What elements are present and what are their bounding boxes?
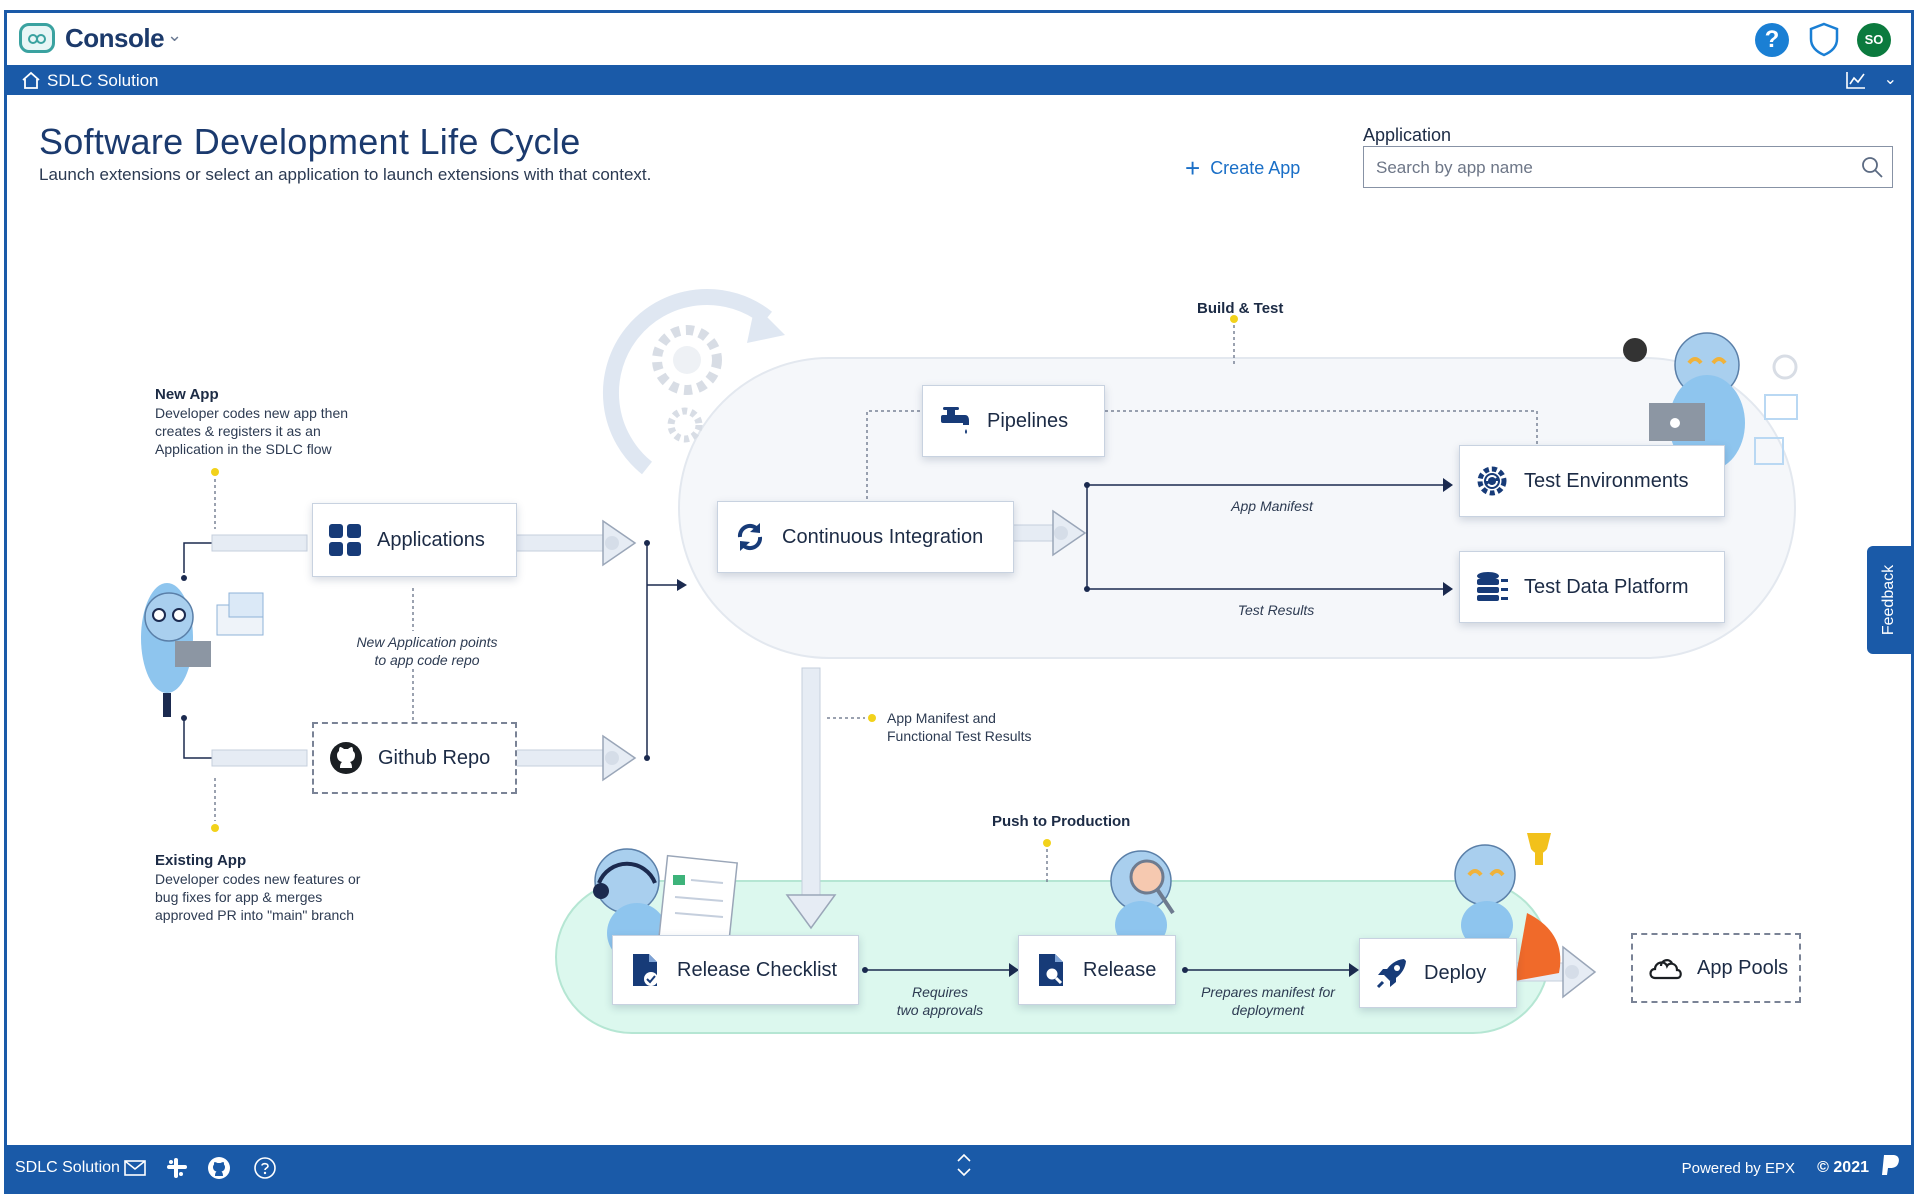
requires-approvals-label: Requires two approvals [875,983,1005,1019]
github-icon [330,742,362,774]
app-search-input[interactable] [1374,155,1848,181]
footer-title: SDLC Solution [15,1159,120,1176]
existing-app-note: Existing App Developer codes new feature… [155,852,360,924]
release-box[interactable]: Release [1018,935,1176,1005]
chevron-down-icon[interactable]: ⌄ [1883,71,1897,88]
copyright-text: © 2021 [1817,1159,1869,1176]
breadcrumb-bar: SDLC Solution ⌄ [7,65,1911,95]
chart-icon[interactable] [1845,70,1867,90]
new-app-note-line: Application in the SDLC flow [155,441,332,457]
test-data-platform-label: Test Data Platform [1524,575,1689,598]
mail-icon[interactable] [123,1156,147,1180]
prepares-manifest-line: Prepares manifest for [1201,984,1335,1000]
app-pools-label: App Pools [1697,956,1789,979]
github-repo-label: Github Repo [378,746,491,769]
stage-build-test: Build & Test [1197,300,1284,317]
app-search-box[interactable] [1363,146,1893,188]
cloud-icon [1649,959,1682,980]
expand-collapse-icon[interactable] [955,1151,973,1179]
powered-by-text: Powered by EPX [1681,1160,1795,1177]
new-app-note-line: Developer codes new app then [155,405,349,421]
test-environments-box[interactable]: Test Environments [1459,445,1725,517]
app-manifest-results-line: Functional Test Results [887,728,1032,744]
deploy-box[interactable]: Deploy [1359,938,1517,1008]
release-label: Release [1083,958,1157,981]
prepares-manifest-label: Prepares manifest for deployment [1183,983,1353,1019]
github-icon[interactable] [207,1156,231,1180]
requires-approvals-line: two approvals [896,1002,984,1018]
test-results-label: Test Results [1237,602,1315,618]
footer-bar: SDLC Solution Powered by EPX © 2021 [7,1145,1911,1191]
release-checklist-box[interactable]: Release Checklist [612,935,859,1005]
new-app-note-line: creates & registers it as an [155,423,321,439]
robot-logo-icon[interactable] [19,23,55,53]
document-search-icon [1039,954,1063,986]
existing-app-note-line: approved PR into "main" branch [155,907,355,923]
continuous-integration-label: Continuous Integration [782,525,984,548]
release-checklist-label: Release Checklist [677,958,838,981]
document-check-icon [633,954,658,986]
grid-apps-icon [329,524,361,556]
applications-label: Applications [377,528,485,551]
application-label: Application [1363,125,1452,145]
search-icon[interactable] [1860,155,1884,179]
feedback-label: Feedback [1880,564,1897,636]
create-app-button[interactable]: + Create App [1185,153,1300,184]
shield-icon[interactable] [1807,21,1841,57]
top-bar: Console ⌄ ? SO [7,13,1911,65]
plus-icon: + [1185,153,1201,183]
app-manifest-results-note: App Manifest and Functional Test Results [887,709,1031,745]
github-repo-box[interactable]: Github Repo [312,722,517,794]
deployer-robot-illustration [1454,833,1561,981]
deploy-label: Deploy [1424,961,1487,984]
rocket-icon [1376,959,1406,989]
user-avatar[interactable]: SO [1857,23,1891,57]
breadcrumb-sdlc-solution[interactable]: SDLC Solution [47,71,159,90]
new-app-note: New App Developer codes new app then cre… [155,386,348,458]
test-data-platform-box[interactable]: Test Data Platform [1459,551,1725,623]
database-icon [1477,572,1508,601]
pipelines-label: Pipelines [987,409,1069,432]
gear-refresh-icon [1477,466,1507,496]
new-app-note-title: New App [155,386,219,403]
home-icon[interactable] [21,71,41,89]
sync-icon [737,523,763,551]
existing-app-note-line: bug fixes for app & merges [155,889,323,905]
faucet-icon [941,407,969,434]
existing-app-note-line: Developer codes new features or [155,871,361,887]
cycle-gear-decoration [603,288,785,475]
app-pools-box[interactable]: App Pools [1631,933,1801,1003]
console-brand[interactable]: Console [65,23,165,53]
new-app-points-line: to app code repo [374,652,480,668]
app-window: Console ⌄ ? SO SDLC Solution ⌄ Software … [4,10,1914,1194]
app-manifest-results-line: App Manifest and [887,710,996,726]
app-manifest-label: App Manifest [1231,498,1313,514]
prepares-manifest-line: deployment [1231,1002,1305,1018]
developer-robot-illustration [141,583,264,717]
release-robot-illustration [593,848,739,963]
chevron-down-icon[interactable]: ⌄ [167,25,183,45]
pipelines-box[interactable]: Pipelines [922,385,1105,457]
new-app-points-label: New Application points to app code repo [327,633,527,669]
new-app-points-line: New Application points [356,634,498,650]
page-title: Software Development Life Cycle [39,121,581,162]
page-subtitle: Launch extensions or select an applicati… [39,165,652,184]
create-app-label: Create App [1210,158,1301,178]
existing-app-note-title: Existing App [155,852,247,869]
stage-push-production: Push to Production [992,813,1131,830]
test-environments-label: Test Environments [1524,469,1689,492]
slack-icon[interactable] [165,1156,189,1180]
continuous-integration-box[interactable]: Continuous Integration [717,501,1014,573]
help-icon[interactable]: ? [1755,23,1789,57]
feedback-tab[interactable]: Feedback [1867,546,1911,654]
help-circle-icon[interactable] [253,1156,277,1180]
paypal-icon[interactable] [1879,1153,1901,1179]
applications-box[interactable]: Applications [312,503,517,577]
requires-approvals-line: Requires [911,984,969,1000]
